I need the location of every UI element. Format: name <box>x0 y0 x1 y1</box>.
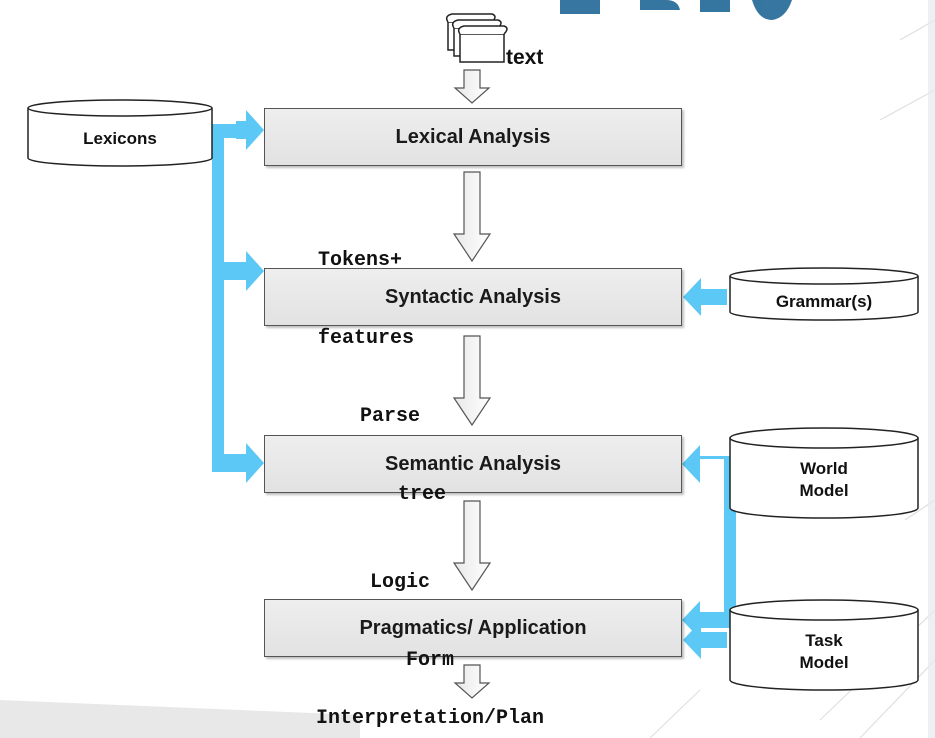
lexicon-connector <box>212 110 264 483</box>
down-arrow-output <box>453 664 491 699</box>
lexicons-label: Lexicons <box>83 129 157 148</box>
world-model-cylinder <box>729 427 919 519</box>
flow-label-logic-line1: Logic <box>370 571 431 594</box>
task-model-cylinder <box>729 599 919 691</box>
world-model-connector <box>682 445 736 639</box>
world-model-label: World Model <box>730 458 918 502</box>
world-model-label-line1: World <box>800 459 848 478</box>
input-text-label: text <box>506 46 544 69</box>
task-model-label-line2: Model <box>799 653 849 672</box>
grammars-cylinder <box>729 267 919 321</box>
flow-label-tokens: Tokens+ features <box>318 196 450 404</box>
flow-label-tokens-line1: Tokens+ <box>318 249 403 272</box>
document-stack-icon <box>445 13 508 63</box>
down-arrow-parse <box>452 335 492 427</box>
flow-label-parse-line1: Parse <box>360 405 421 428</box>
flow-label-parse-tree: Parse tree <box>360 352 446 560</box>
lexicons-cylinder <box>27 99 213 167</box>
task-model-arrow <box>683 621 727 659</box>
stage-syntactic-analysis: Syntactic Analysis <box>264 268 682 326</box>
stage-pragmatics-application: Pragmatics/ Application <box>264 599 682 657</box>
flow-label-tokens-line2: features <box>318 327 415 350</box>
flow-label-logic-line2: Form <box>405 649 454 672</box>
flow-label-parse-line2: tree <box>397 483 446 506</box>
task-model-label: Task Model <box>730 630 918 674</box>
world-model-label-line2: Model <box>799 481 849 500</box>
title-fragment <box>560 0 792 20</box>
grammar-arrow <box>683 278 727 316</box>
flow-label-logic-form: Logic Form <box>370 518 454 726</box>
down-arrow-text <box>453 69 491 104</box>
bottom-shadow <box>0 700 360 738</box>
stage-semantic-analysis: Semantic Analysis <box>264 435 682 493</box>
flow-arrows <box>452 69 492 699</box>
down-arrow-logic <box>452 500 492 592</box>
grammars-label: Grammar(s) <box>775 292 873 311</box>
stage-lexical-analysis: Lexical Analysis <box>264 108 682 166</box>
down-arrow-tokens <box>452 171 492 263</box>
output-label: Interpretation/Plan <box>316 707 545 730</box>
task-model-label-line1: Task <box>805 631 843 650</box>
